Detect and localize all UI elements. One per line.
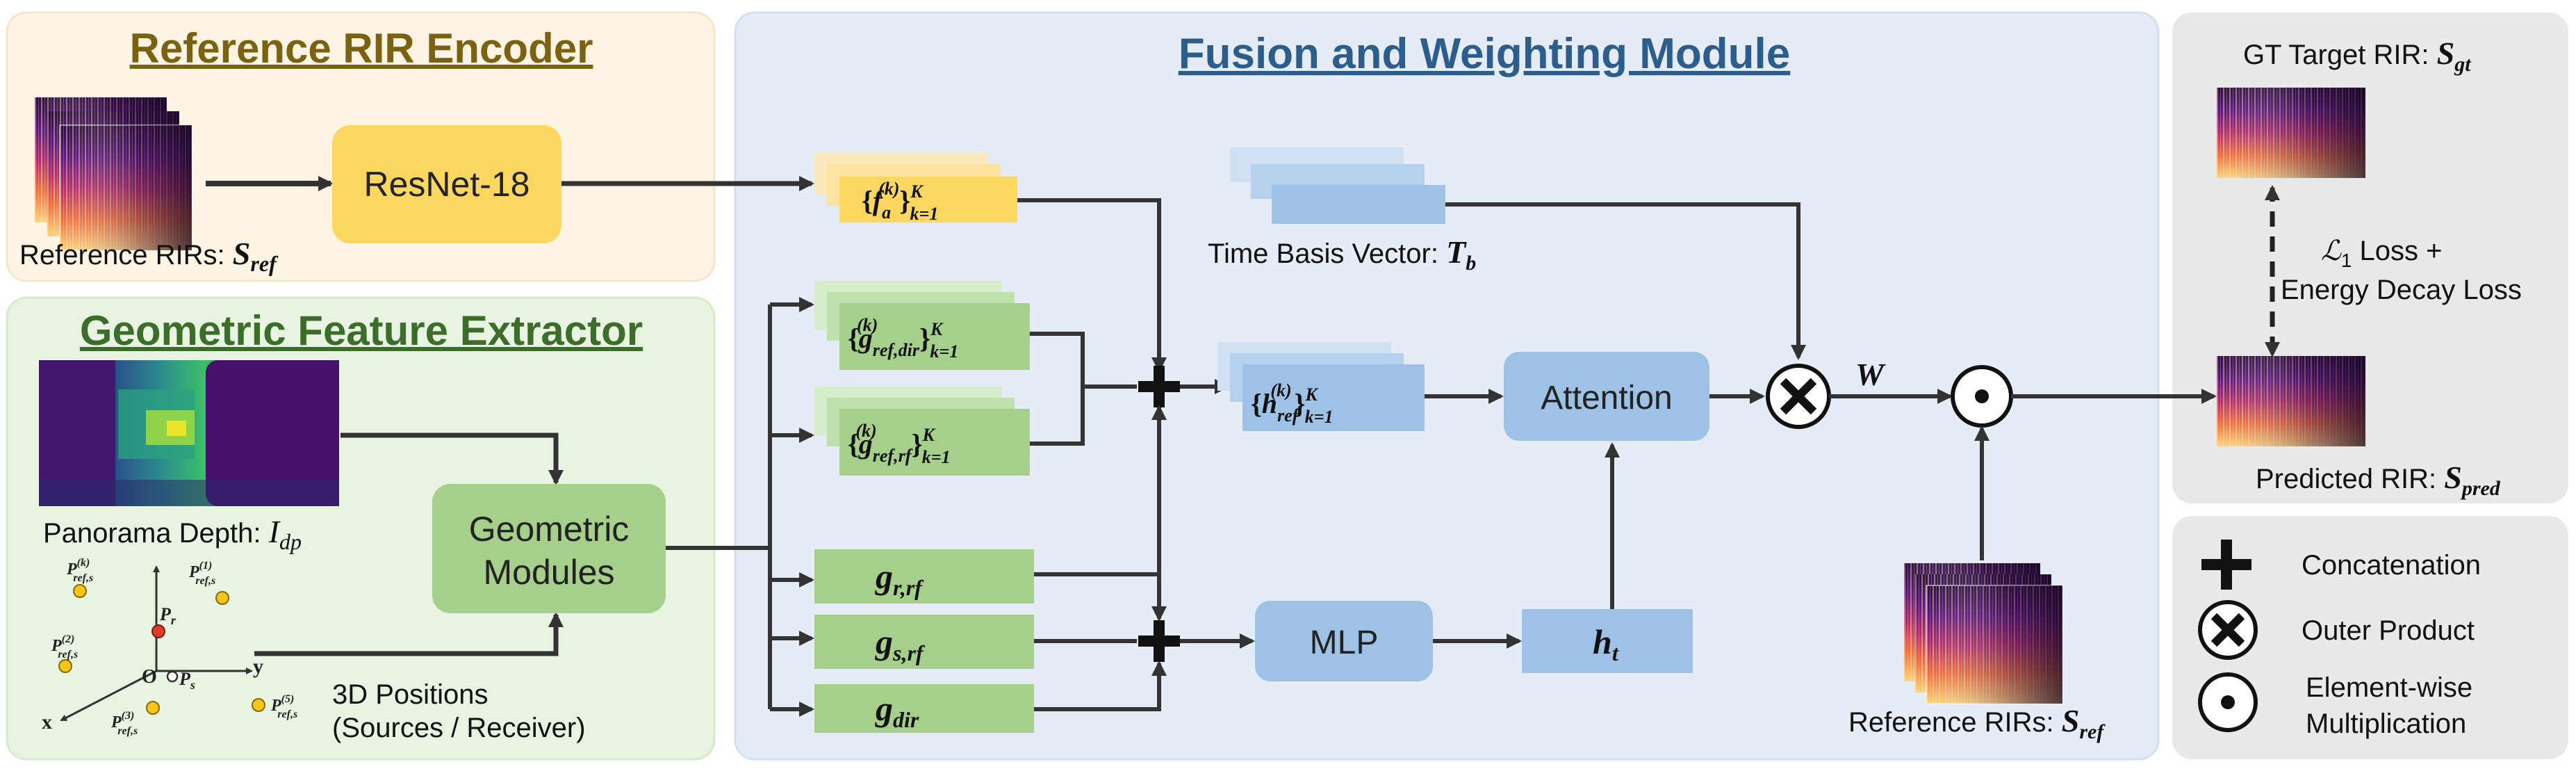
legend-elementwise-label-1: Element-wise [2306,672,2472,703]
geometric-modules-label-2: Modules [484,553,615,592]
g-s-rf-label: gs,rf [875,622,926,665]
w-label: W [1855,357,1886,392]
ref-point-5-label: P(5)ref,s [270,693,297,720]
panorama-depth-caption: Panorama Depth: Idp [43,514,302,554]
origin-label: O [142,666,157,688]
loss-line-2: Energy Decay Loss [2281,275,2522,305]
geometric-modules-block [432,484,666,613]
mlp-label: MLP [1310,624,1379,661]
legend-outer-label: Outer Product [2302,615,2475,646]
ref-point-3 [146,701,160,715]
geometric-output-bus [666,297,814,717]
elementwise-symbol [1951,365,2013,428]
ht-block [1522,609,1693,673]
fa-feature-stack [814,153,1017,222]
g-dir-block [814,684,1034,733]
ref-point-3-label: P(3)ref,s [110,710,138,737]
positions-caption-line2: (Sources / Receiver) [332,713,586,743]
positions-caption-line1: 3D Positions [332,679,489,710]
receiver-point [151,624,165,638]
ref-point-2 [58,659,72,673]
attention-block [1504,352,1709,441]
receiver-label: Pr [159,604,177,627]
reference-rirs-caption-fusion: Reference RIRs: Sref [1848,703,2106,743]
panorama-depth-image [39,360,339,506]
time-basis-caption: Time Basis Vector: Tb [1208,234,1476,275]
ref-point-2-label: P(2)ref,s [51,633,78,661]
ref-point-5 [252,698,265,712]
arrow-time-to-outer [1445,202,1806,360]
arrow-positions-to-modules [254,612,564,656]
geometric-modules-label-1: Geometric [469,510,630,549]
geometric-extractor-title: Geometric Feature Extractor [80,307,643,354]
gt-target-caption: GT Target RIR: Sgt [2243,35,2472,76]
arrow-depth-to-modules [341,432,564,485]
legend-outer-symbol [2198,600,2258,660]
reference-encoder-title: Reference RIR Encoder [130,25,593,72]
concat-symbol-lower [1138,620,1180,662]
reference-rirs-caption: Reference RIRs: Sref [19,236,279,276]
g-s-rf-block [814,615,1034,669]
g-dir-label: gdir [875,689,919,732]
h-ref-stack [1217,342,1425,431]
axis-y-label: y [253,655,263,678]
ref-point-k [73,584,87,598]
g-ref-dir-stack [814,281,1030,370]
arrow-grf-to-concat [1030,387,1085,446]
ref-point-k-label: P(k)ref,s [66,557,93,584]
reference-rirs-stack-fusion [1904,563,2063,704]
g-r-rf-block [814,549,1034,604]
predicted-spectrogram [2217,356,2365,446]
legend-concat-label: Concatenation [2302,550,2481,581]
ref-point-1-label: P(1)ref,s [188,560,215,587]
mlp-block [1255,601,1433,681]
axis-x-label: x [42,711,52,734]
arrow-gdir-to-concat [1030,332,1137,389]
resnet-label: ResNet-18 [364,165,530,204]
arrow-gdir-to-concat-lower [1034,661,1167,711]
g-r-rf-label: gr,rf [875,557,924,600]
attention-label: Attention [1541,380,1672,416]
source-label: Ps [179,669,195,692]
arrow-fa-to-concat [1017,198,1167,373]
resnet-block [332,125,561,243]
gt-target-spectrogram [2217,88,2365,178]
source-point [166,670,179,683]
fusion-title: Fusion and Weighting Module [1179,30,1791,78]
g-ref-rf-stack [814,387,1030,476]
legend-elementwise-label-2: Multiplication [2306,709,2466,739]
ref-point-1 [215,591,229,605]
reference-rirs-stack [35,97,192,251]
3d-positions-sketch: y x O Ps Pr P(k)ref,s P(1)ref,s P(2)ref,… [42,557,297,737]
outer-product-symbol [1766,364,1831,429]
ht-label: ht [1593,622,1619,665]
legend-elementwise-symbol [2198,672,2258,732]
legend-concat-symbol [2201,540,2251,590]
predicted-caption: Predicted RIR: Spred [2256,460,2501,500]
loss-line-1: ℒ1 Loss + [2321,235,2442,271]
legend-panel [2172,516,2568,759]
concat-symbol-upper [1138,366,1180,407]
time-basis-stack [1230,147,1445,224]
